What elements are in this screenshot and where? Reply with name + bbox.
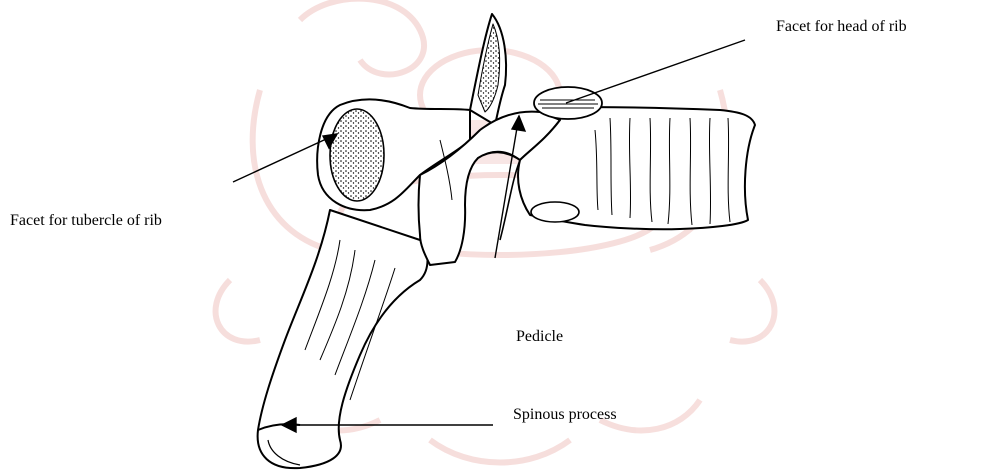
superior-articular-process-shape xyxy=(470,14,506,125)
label-pedicle: Pedicle xyxy=(516,328,563,346)
spinous-process-shape xyxy=(258,210,428,468)
label-facet-head-of-rib: Facet for head of rib xyxy=(776,18,907,36)
vertebral-body-shape xyxy=(518,87,755,229)
label-facet-tubercle-of-rib: Facet for tubercle of rib xyxy=(10,212,162,230)
label-spinous-process: Spinous process xyxy=(513,406,617,424)
